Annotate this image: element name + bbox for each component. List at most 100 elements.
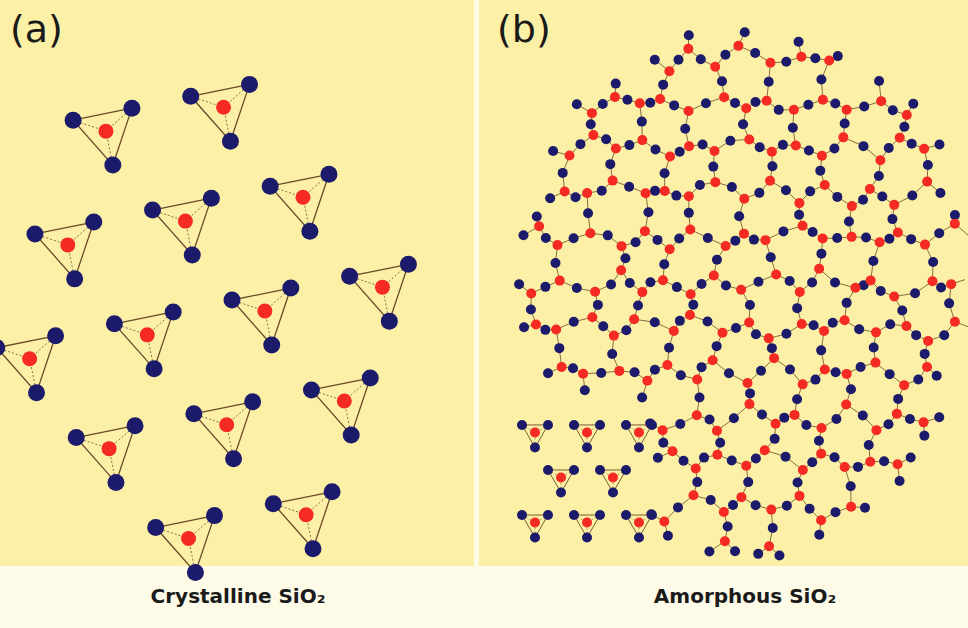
tetrahedron-outline — [0, 336, 56, 393]
oxygen-atom — [809, 320, 819, 330]
oxygen-atom — [751, 329, 761, 339]
oxygen-atom — [671, 191, 681, 201]
bond-line — [766, 240, 777, 274]
silicon-atom — [560, 186, 570, 196]
oxygen-atom — [895, 476, 905, 486]
silicon-atom — [922, 177, 932, 187]
bond-line — [693, 495, 723, 512]
silicon-atom — [712, 426, 722, 436]
oxygen-atom — [906, 234, 916, 244]
oxygen-atom — [804, 145, 814, 155]
oxygen-atom — [831, 367, 841, 377]
silicon-atom — [847, 201, 857, 211]
oxygen-atom — [730, 236, 740, 246]
silicon-atom — [842, 369, 852, 379]
oxygen-atom — [224, 292, 241, 309]
bond-line — [738, 46, 770, 63]
silicon-atom — [875, 237, 885, 247]
oxygen-atom — [853, 462, 863, 472]
silicon-atom — [760, 445, 770, 455]
oxygen-atom — [794, 37, 804, 47]
oxygen-atom — [774, 105, 784, 115]
oxygen-atom — [757, 410, 767, 420]
silicon-atom — [950, 219, 960, 229]
oxygen-atom — [696, 54, 706, 64]
silicon-atom — [841, 400, 851, 410]
silicon-atom — [617, 241, 627, 251]
oxygen-atom — [621, 325, 631, 335]
oxygen-atom — [745, 388, 755, 398]
oxygen-atom — [630, 367, 640, 377]
silicon-atom — [865, 184, 875, 194]
bond-line — [741, 274, 776, 289]
silicon-atom — [140, 327, 155, 342]
bond-line — [846, 405, 876, 431]
oxygen-atom — [672, 282, 682, 292]
oxygen-atom — [810, 375, 820, 385]
silicon-atom — [767, 147, 777, 157]
oxygen-atom — [593, 300, 603, 310]
oxygen-atom — [831, 414, 841, 424]
oxygen-atom — [607, 349, 617, 359]
silicon-atom — [642, 376, 652, 386]
oxygen-atom — [807, 457, 817, 467]
silicon-atom — [901, 321, 911, 331]
silicon-atom — [60, 237, 75, 252]
oxygen-atom — [540, 282, 550, 292]
oxygen-atom — [650, 186, 660, 196]
oxygen-atom — [381, 313, 398, 330]
silicon-atom — [337, 393, 352, 408]
oxygen-atom — [305, 540, 322, 557]
oxygen-atom — [717, 76, 727, 86]
oxygen-atom — [688, 300, 698, 310]
silicon-atom — [683, 44, 693, 54]
bond-line — [613, 181, 646, 194]
bond-line — [713, 360, 748, 383]
oxygen-atom — [745, 300, 755, 310]
oxygen-atom — [832, 192, 842, 202]
oxygen-atom — [85, 213, 102, 230]
oxygen-atom — [184, 247, 201, 264]
bond-line — [766, 226, 803, 240]
silicon-atom — [22, 351, 37, 366]
silicon-atom — [216, 100, 231, 115]
oxygen-atom — [755, 142, 765, 152]
silicon-atom — [640, 226, 650, 236]
oxygen-atom — [805, 504, 815, 514]
oxygen-atom — [782, 501, 792, 511]
oxygen-atom — [620, 253, 630, 263]
silicon-atom — [565, 151, 575, 161]
silicon-atom — [796, 52, 806, 62]
silicon-atom — [721, 241, 731, 251]
oxygen-atom — [830, 507, 840, 517]
silicon-atom — [902, 110, 912, 120]
oxygen-atom — [543, 368, 553, 378]
tetrahedron-outline — [156, 516, 215, 573]
silicon-atom — [662, 360, 672, 370]
oxygen-atom — [530, 533, 540, 543]
tetrahedron-outline — [153, 198, 212, 255]
oxygen-atom — [779, 413, 789, 423]
silicon-atom — [178, 214, 193, 229]
silicon-atom — [692, 410, 702, 420]
silicon-atom — [838, 132, 848, 142]
silicon-atom — [708, 355, 718, 365]
panel-letter: (b) — [497, 10, 551, 48]
silicon-atom — [608, 473, 618, 483]
oxygen-atom — [844, 216, 854, 226]
silicon-atom — [665, 244, 675, 254]
oxygen-atom — [712, 341, 722, 351]
oxygen-atom — [586, 119, 596, 129]
silicon-atom — [655, 94, 665, 104]
oxygen-atom — [165, 303, 182, 320]
oxygen-atom — [127, 417, 144, 434]
oxygen-atom — [582, 533, 592, 543]
oxygen-atom — [66, 270, 83, 287]
oxygen-atom — [569, 510, 579, 520]
oxygen-atom — [647, 510, 657, 520]
oxygen-atom — [634, 533, 644, 543]
oxygen-atom — [569, 420, 579, 430]
oxygen-atom — [583, 208, 593, 218]
bond-line — [843, 137, 880, 160]
